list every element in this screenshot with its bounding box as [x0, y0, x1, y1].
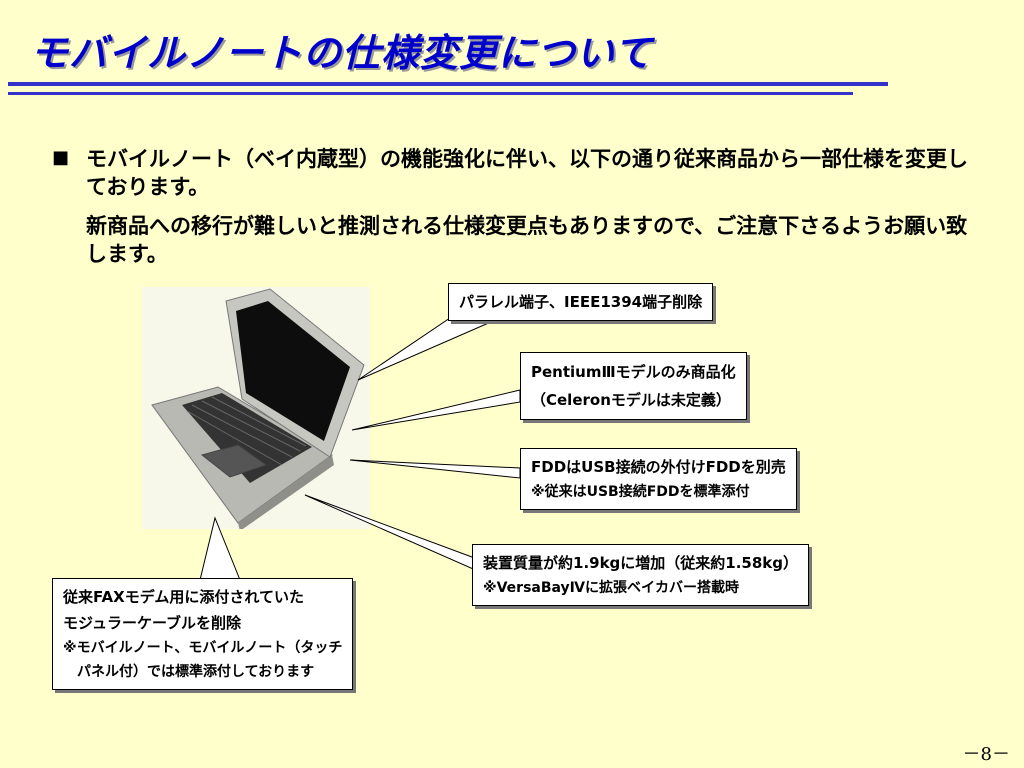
callout-fdd: FDDはUSB接続の外付けFDDを別売 ※従来はUSB接続FDDを標準添付 — [520, 448, 797, 510]
callout-modem-cable: 従来FAXモデム用に添付されていた モジュラーケーブルを削除 ※モバイルノート、… — [52, 578, 354, 690]
callout-modem-line3: ※モバイルノート、モバイルノート（タッチ — [63, 640, 343, 656]
page-number: －8－ — [962, 744, 1010, 765]
intro-paragraph: モバイルノート（ベイ内蔵型）の機能強化に伴い、以下の通り従来商品から一部仕様を変… — [86, 147, 968, 199]
callout-modem-line4: パネル付）では標準添付しております — [63, 664, 315, 680]
callout-weight-line2: ※VersaBayⅣに拡張ベイカバー搭載時 — [483, 580, 740, 596]
callout-modem-line2: モジュラーケーブルを削除 — [63, 614, 242, 632]
bullet-marker: ■ — [52, 147, 70, 168]
title-underline — [8, 82, 888, 86]
title-underline-secondary — [8, 92, 853, 95]
callout-fdd-line2: ※従来はUSB接続FDDを標準添付 — [531, 484, 750, 500]
page-title: モバイルノートの仕様変更について — [30, 31, 653, 75]
callout-ports-line1: パラレル端子、IEEE1394端子削除 — [459, 293, 703, 311]
callout-weight-line1: 装置質量が約1.9kgに増加（従来約1.58kg） — [483, 554, 799, 572]
callout-weight: 装置質量が約1.9kgに増加（従来約1.58kg） ※VersaBayⅣに拡張ベ… — [472, 544, 810, 606]
callout-cpu-line1: PentiumⅢモデルのみ商品化 — [531, 363, 736, 381]
laptop-photo — [142, 287, 370, 531]
callout-ports-removed: パラレル端子、IEEE1394端子削除 — [448, 283, 714, 321]
callout-modem-line1: 従来FAXモデム用に添付されていた — [63, 588, 304, 606]
callout-cpu-model: PentiumⅢモデルのみ商品化 （Celeronモデルは未定義） — [520, 352, 747, 420]
callout-cpu-line2: （Celeronモデルは未定義） — [531, 391, 731, 409]
notice-paragraph: 新商品への移行が難しいと推測される仕様変更点もありますので、ご注意下さるようお願… — [86, 214, 968, 266]
callout-fdd-line1: FDDはUSB接続の外付けFDDを別売 — [531, 458, 786, 476]
